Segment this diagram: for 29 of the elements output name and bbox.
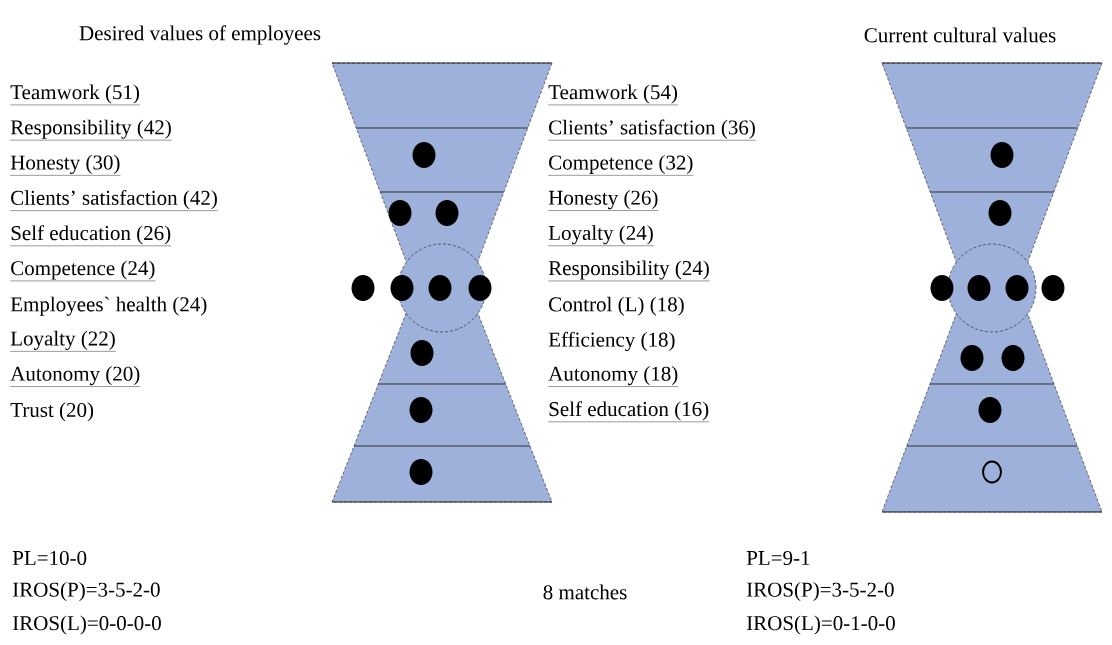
- label: Desired values of employees: [79, 25, 321, 45]
- label: IROS(P)=3-5-2-0: [746, 581, 894, 601]
- label: Teamwork (54): [548, 84, 679, 106]
- label: Honesty (26): [548, 190, 659, 211]
- label: Responsibility (24): [548, 260, 710, 282]
- label: Teamwork (51): [10, 84, 141, 106]
- label: Autonomy (18): [548, 366, 679, 387]
- label: IROS(L)=0-1-0-0: [746, 615, 895, 635]
- label: PL=9-1: [746, 550, 810, 566]
- label: Trust (20): [10, 402, 94, 422]
- label: Loyalty (22): [10, 330, 116, 352]
- label: Self education (16): [548, 401, 710, 422]
- label: Current cultural values: [864, 27, 1056, 43]
- label: Efficiency (18): [548, 331, 675, 352]
- label: Self education (26): [10, 225, 172, 247]
- label: Employees` health (24): [10, 296, 207, 316]
- label: Autonomy (20): [10, 366, 141, 387]
- label: PL=10-0: [12, 550, 87, 566]
- label: Competence (24): [10, 260, 156, 282]
- label: Control (L) (18): [549, 296, 684, 316]
- label: Clients’ satisfaction (36): [548, 119, 757, 141]
- label: Responsibility (42): [10, 119, 172, 141]
- label: Competence (32): [548, 154, 694, 176]
- label: 8 matches: [543, 584, 627, 600]
- label: Honesty (30): [10, 154, 121, 176]
- label: Loyalty (24): [548, 225, 654, 246]
- label: IROS(L)=0-0-0-0: [12, 615, 161, 635]
- label: Clients’ satisfaction (42): [10, 189, 219, 211]
- label: IROS(P)=3-5-2-0: [12, 581, 160, 601]
